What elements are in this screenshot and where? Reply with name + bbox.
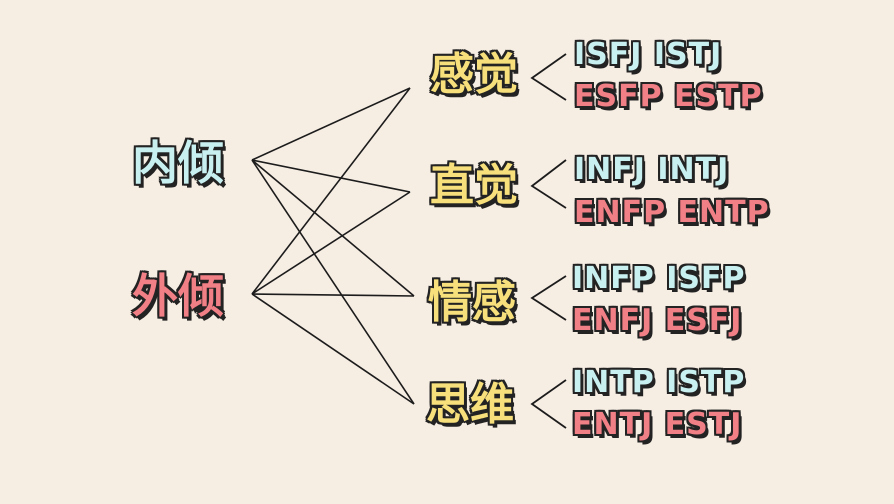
connector-introvert-intuition [251, 159, 411, 193]
function-intuition-label: 直觉 [430, 160, 519, 211]
types-thinking-extravert: ENTJ ESTJ [571, 407, 743, 442]
attitude-extravert-label: 外倾 [132, 269, 225, 323]
types-feeling-extravert: ENFJ ESFJ [571, 303, 743, 338]
connector-introvert-sensing [251, 87, 411, 161]
types-intuition-extravert: ENFP ENTP [574, 195, 770, 230]
types-sensing-introvert: ISFJ ISTJ [573, 37, 723, 72]
connector-introvert-thinking [251, 159, 415, 405]
types-thinking-introvert: INTP ISTP [571, 365, 746, 400]
connector-extravert-thinking [251, 293, 415, 405]
types-feeling-introvert: INFP ISFP [571, 261, 746, 296]
connector-extravert-feeling [251, 293, 415, 297]
function-thinking-label: 思维 [426, 379, 515, 430]
attitude-introvert-label: 内倾 [132, 136, 225, 190]
types-sensing-extravert: ESFP ESTP [574, 79, 763, 114]
connector-extravert-intuition [251, 191, 411, 295]
types-intuition-introvert: INFJ INTJ [573, 152, 730, 187]
bracket-thinking [530, 379, 567, 429]
bracket-sensing [530, 53, 567, 101]
function-sensing-label: 感觉 [430, 49, 519, 100]
bracket-intuition [530, 159, 567, 209]
bracket-feeling [530, 275, 567, 321]
connector-extravert-sensing [251, 87, 411, 295]
connector-introvert-feeling [251, 159, 415, 297]
function-feeling-label: 情感 [428, 277, 517, 328]
